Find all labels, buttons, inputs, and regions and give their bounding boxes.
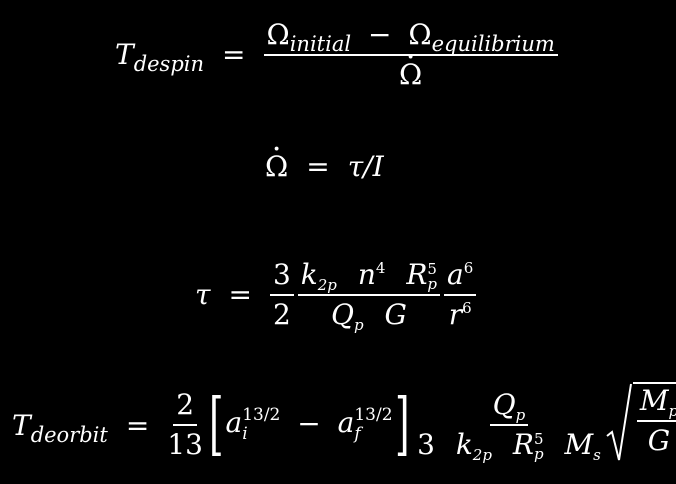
despin-lhs: Tdespin — [115, 38, 205, 77]
despin-numerator: Ωinitial − Ωequilibrium — [263, 18, 558, 56]
omega-dot-rhs: τ/I — [347, 150, 384, 183]
tau-lhs: τ — [195, 278, 211, 312]
deorbit-equals: = — [125, 408, 150, 442]
deorbit-lhs: Tdeorbit — [12, 408, 108, 447]
equation-despin: Tdespin = Ωinitial − Ωequilibrium Ω — [115, 18, 558, 91]
left-bracket: [ — [208, 385, 224, 464]
sqrt-fraction: Mp G — [636, 384, 676, 457]
tau-coefficient: 3 2 — [269, 258, 294, 331]
omega-dot-lhs: Ω — [265, 150, 288, 183]
despin-fraction: Ωinitial − Ωequilibrium Ω — [263, 18, 558, 92]
tau-equals: = — [228, 278, 252, 312]
omega-dot-equals: = — [306, 150, 330, 183]
despin-denominator: Ω — [399, 56, 422, 92]
deorbit-coefficient: 2 13 — [167, 388, 203, 461]
radical-sign-icon — [606, 383, 632, 461]
despin-equals: = — [222, 38, 246, 72]
right-bracket: ] — [394, 385, 410, 464]
square-root: Mp G — [605, 382, 676, 468]
tau-ratio-fraction: a6 r6 — [444, 258, 477, 331]
equation-omega-dot: Ω = τ/I — [265, 150, 384, 183]
